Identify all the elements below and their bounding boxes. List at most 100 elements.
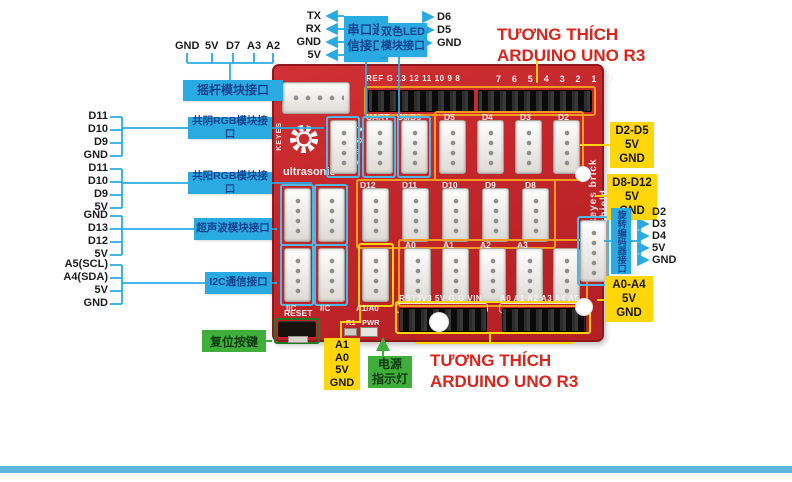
connector-d3 — [515, 120, 542, 174]
rgb-anode-pin: D11 — [88, 162, 108, 174]
iic-silk: IIC — [286, 304, 297, 313]
rotary-pin: D2 — [652, 206, 667, 218]
connector-uart — [366, 120, 393, 174]
iic-silk: IIC — [320, 304, 331, 313]
bicolor-pin-label: D6 — [437, 11, 452, 23]
silk-digital-pins-right: 7 6 5 4 3 2 1 0 — [496, 74, 617, 84]
d2-d5-line: D2-D5 — [615, 125, 649, 137]
i2c-interface-label: I2C通信接口 — [205, 272, 272, 294]
a0-a4-line: 5V — [621, 293, 637, 305]
joystick-interface-label: 摇杆模块接口 — [183, 80, 283, 101]
connector-rotary-encoder — [580, 220, 607, 282]
row3-label: A0 — [405, 240, 416, 250]
row3-label: A3 — [517, 240, 528, 250]
mounting-hole — [429, 312, 449, 332]
row3-label: A2 — [480, 240, 491, 250]
rotary-encoder-interface-label: 旋转编码器接口 — [611, 208, 631, 274]
power-led-label-line2: 指示灯 — [371, 372, 408, 386]
d8-d12-line: 5V — [624, 191, 640, 203]
compat-bottom-line2: ARDUINO UNO R3 — [430, 372, 579, 391]
row1-label: D4 — [482, 112, 493, 122]
rgb-anode-pin: D9 — [93, 188, 108, 200]
silk-digital-pins-left: REF G 13 12 11 10 9 8 — [366, 74, 461, 83]
rotary-pin: D3 — [652, 218, 667, 230]
row1-label: D5 — [444, 112, 455, 122]
bottom-pin-header-right — [502, 308, 586, 332]
analog-power-line: GND — [329, 376, 355, 389]
rotary-label-text: 旋转编码器接口 — [616, 209, 627, 273]
i2c-pin: 5V — [94, 284, 108, 296]
mounting-hole — [575, 298, 593, 316]
power-led-label-line1: 电源 — [377, 357, 402, 371]
i2c-pin: A5(SCL) — [64, 258, 108, 270]
rgb-cathode-pin: D9 — [93, 136, 108, 148]
rgb-cathode-pin: D10 — [87, 123, 108, 135]
connector-d11 — [402, 188, 429, 242]
compatibility-note-top: TƯƠNG THÍCH ARDUINO UNO R3 — [497, 24, 645, 66]
connector-ultrasonic — [284, 188, 311, 242]
connector-rgb-cathode — [330, 120, 357, 174]
rgb-anode-interface-label: 共阳RGB模块接口 — [188, 170, 272, 195]
ultrasonic-pin: D13 — [87, 222, 108, 234]
joystick-pin-label: A2 — [266, 40, 281, 52]
rotary-pin: GND — [652, 254, 677, 266]
i2c-pin: GND — [83, 297, 108, 309]
connector-d4 — [477, 120, 504, 174]
d8-d12-line: D8-D12 — [612, 177, 652, 189]
i2c-pin: A4(SDA) — [63, 271, 108, 283]
mounting-hole — [575, 166, 591, 182]
compat-top-line1: TƯƠNG THÍCH — [497, 25, 619, 44]
reset-button-cap — [288, 336, 308, 343]
bottom-accent-bar — [0, 466, 792, 473]
analog-power-line: 5V — [335, 364, 349, 376]
row2-label: D9 — [485, 180, 496, 190]
rotary-pin: D4 — [652, 230, 667, 242]
row2-label: D11 — [402, 180, 418, 190]
compatibility-note-bottom: TƯƠNG THÍCH ARDUINO UNO R3 — [430, 350, 578, 392]
connector-a0 — [404, 248, 431, 302]
row1-label: D3 — [520, 112, 531, 122]
top-pin-header-right — [478, 90, 592, 112]
row2-label: D12 — [360, 180, 376, 190]
analog-header-silk: A0 A1 A2 A3 A4 A5 — [500, 294, 580, 303]
connector-d8 — [522, 188, 549, 242]
r1-resistor — [344, 328, 357, 336]
connector-a3 — [516, 248, 543, 302]
power-header-silk: RST3V3 5V G G VIN — [399, 294, 483, 303]
d2-d5-line: 5V — [624, 139, 640, 151]
rgb-anode-pin: 5V — [94, 201, 108, 213]
row2-label: D10 — [442, 180, 458, 190]
rotary-pin: 5V — [652, 242, 666, 254]
a1a0-silk: A1/A0 — [356, 304, 379, 313]
analog-power-line: A0 — [334, 351, 350, 364]
power-led — [360, 327, 378, 337]
rgb-cathode-pin: D11 — [88, 110, 108, 122]
connector-joystick — [282, 82, 350, 114]
a0-a4-line: A0-A4 — [612, 279, 646, 291]
bicolor-led-interface-label: 双色LED模块接口 — [379, 23, 427, 57]
bicolor-pin-label: D5 — [437, 24, 452, 36]
joystick-pin-label: A3 — [247, 40, 262, 52]
serial-pin-label: GND — [296, 36, 321, 48]
ultrasonic-pin: GND — [83, 209, 108, 221]
reset-button — [278, 321, 316, 337]
row1-label: D2 — [558, 112, 569, 122]
ultrasonic-silk-label: ultrasonic — [283, 166, 336, 178]
joystick-pin-label: D7 — [226, 40, 241, 52]
analog-power-line: A1 — [334, 339, 350, 351]
row3-label: A1 — [443, 240, 454, 250]
sensor-shield-board: REF G 13 12 11 10 9 8 7 6 5 4 3 2 1 0 KE… — [272, 64, 612, 344]
bicolor-pin-label: GND — [437, 37, 462, 49]
ultrasonic-interface-label: 超声波模块接口 — [194, 218, 272, 240]
ultrasonic-pin: D12 — [87, 235, 108, 247]
compat-bottom-line1: TƯƠNG THÍCH — [430, 351, 552, 370]
rgb-anode-pin: D10 — [87, 175, 108, 187]
ultrasonic-pin: 5V — [94, 248, 108, 260]
joystick-pin-label: GND — [175, 40, 200, 52]
reset-button-label: 复位按键 — [202, 330, 266, 352]
a0-a4-line: GND — [616, 307, 642, 319]
pwr-silk: PWR — [362, 318, 380, 327]
connector-d2 — [553, 120, 580, 174]
serial-pin-label: TX — [306, 10, 321, 22]
